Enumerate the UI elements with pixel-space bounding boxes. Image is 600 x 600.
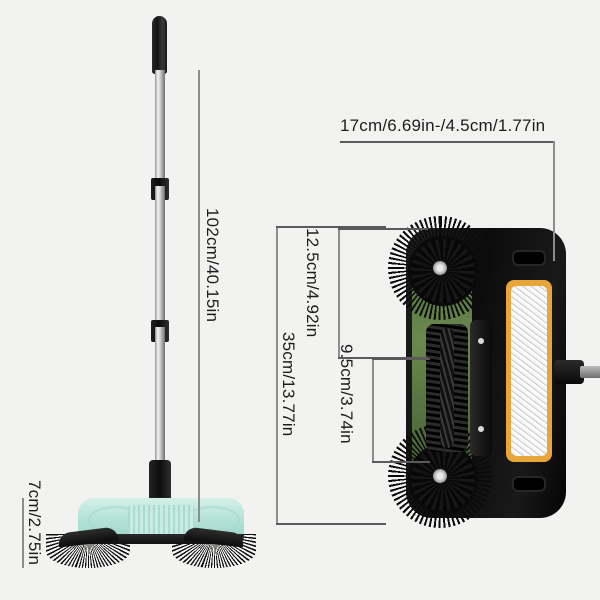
body-height-line: [22, 498, 24, 568]
handle-connector-rod: [580, 366, 600, 378]
top-width-label: 17cm/6.69in-/4.5cm/1.77in: [340, 116, 546, 135]
telescoping-pole-lower: [155, 327, 165, 467]
brush-span-label: 12.5cm/4.92in: [303, 228, 322, 338]
roller-brush-core: [440, 328, 454, 448]
microfiber-mop-pad: [506, 280, 552, 462]
telescoping-pole-middle: [155, 186, 165, 331]
mop-pad-fabric: [511, 286, 547, 456]
handle-grip: [152, 16, 167, 74]
roller-width-bottom-tick: [372, 461, 430, 463]
telescoping-pole-upper: [155, 70, 165, 190]
roller-brush-housing: [470, 320, 492, 456]
roller-width-line: [372, 358, 374, 462]
base-pivot-joint: [149, 460, 171, 502]
sweeper-side-view: [46, 16, 256, 568]
chassis-slot-bottom: [512, 476, 546, 492]
top-width-leader-v: [553, 141, 555, 261]
top-width-leader-h: [340, 141, 555, 143]
disc-brush-screw-bottom: [433, 469, 447, 483]
body-length-top-tick: [276, 226, 386, 228]
handle-connector-socket: [554, 360, 584, 384]
body-length-bottom-tick: [276, 523, 386, 525]
body-height-label: 7cm/2.75in: [25, 480, 44, 566]
roller-width-top-tick: [372, 358, 430, 360]
body-length-label: 35cm/13.77in: [279, 332, 298, 437]
sweeper-bottom-view: [378, 216, 600, 528]
handle-height-line: [198, 70, 200, 522]
chassis-slot-top: [512, 250, 546, 266]
disc-brush-screw-top: [433, 261, 447, 275]
handle-height-label: 102cm/40.15in: [203, 208, 222, 323]
base-bumper: [78, 534, 244, 544]
brush-span-top-tick: [338, 228, 428, 230]
housing-screw-lower: [478, 426, 484, 432]
roller-width-label: 9.5cm/3.74in: [337, 344, 356, 444]
housing-screw-upper: [478, 338, 484, 344]
body-length-line: [276, 226, 278, 524]
brush-span-line: [338, 228, 340, 358]
